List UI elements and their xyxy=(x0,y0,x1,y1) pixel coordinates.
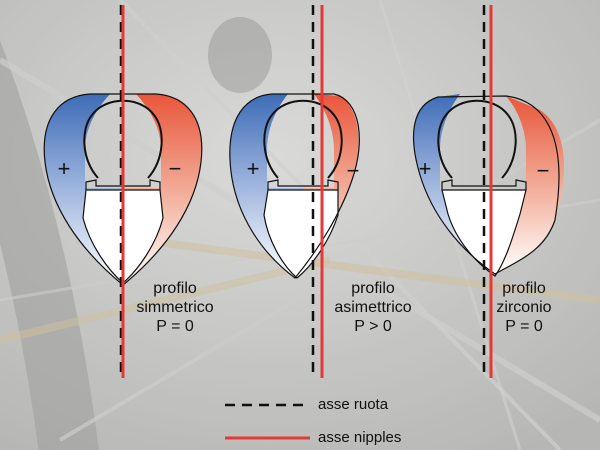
profile-label-pressure: P = 0 xyxy=(505,318,543,335)
profile-label-pressure: P > 0 xyxy=(354,318,392,335)
plus-sign: + xyxy=(419,156,432,181)
tire-outline xyxy=(437,99,517,179)
wheel-axis-lines xyxy=(119,5,486,378)
profile-asymmetric: + − xyxy=(229,93,360,279)
profile-label-type: zirconio xyxy=(496,299,552,316)
legend-wheel-axis-label: asse ruota xyxy=(318,396,389,413)
profile-label-type: asimettrico xyxy=(334,299,412,316)
tire-outline xyxy=(263,99,343,179)
legend-nipple-axis-label: asse nipples xyxy=(318,429,402,446)
profile-label-type: simmetrico xyxy=(136,299,214,316)
plus-sign: + xyxy=(247,156,260,181)
profile-label-asymmetric: profilo asimettrico P > 0 xyxy=(313,279,433,336)
minus-sign: − xyxy=(169,156,182,181)
profile-label-name: profilo xyxy=(153,280,197,297)
nipple-axis-lines xyxy=(121,5,493,378)
profile-label-name: profilo xyxy=(351,280,395,297)
profile-label-name: profilo xyxy=(502,280,546,297)
plus-sign: + xyxy=(58,156,71,181)
minus-sign: − xyxy=(537,158,550,183)
profile-label-pressure: P = 0 xyxy=(156,318,194,335)
minus-sign: − xyxy=(347,158,360,183)
profile-label-symmetric: profilo simmetrico P = 0 xyxy=(115,279,235,336)
profile-label-zirconio: profilo zirconio P = 0 xyxy=(464,279,584,336)
